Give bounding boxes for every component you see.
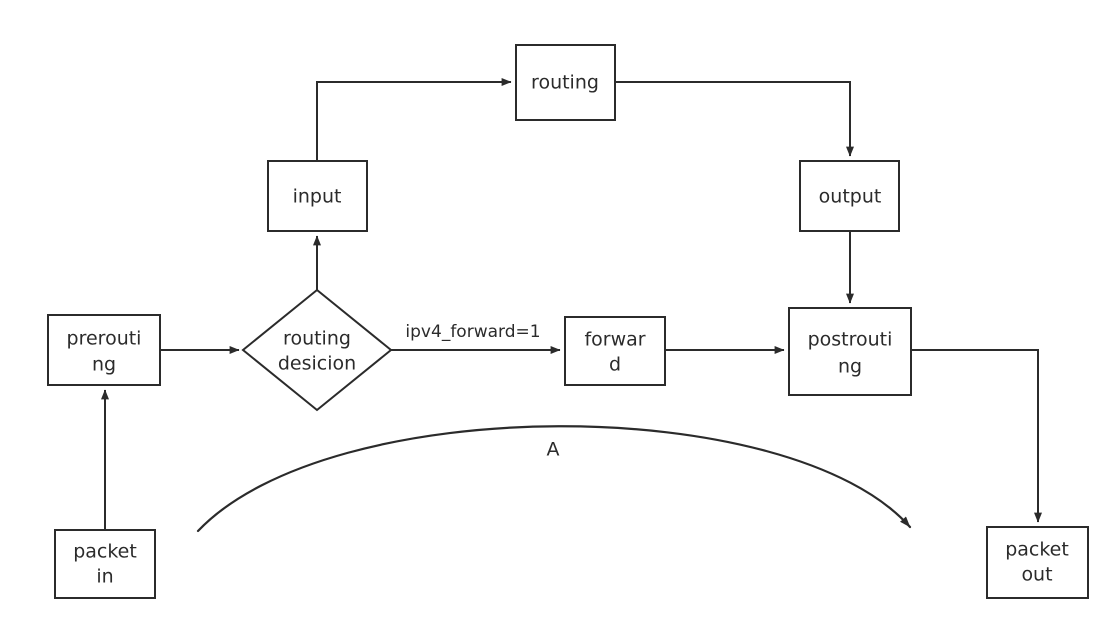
node-packet-out[interactable]: packet out <box>986 526 1089 599</box>
edge-routing-to-output <box>615 81 854 157</box>
packet-in-box[interactable] <box>54 529 156 599</box>
node-prerouting[interactable]: prerouti ng <box>47 314 161 386</box>
packet-out-label-line2: out <box>1021 564 1052 586</box>
output-box[interactable] <box>799 160 900 232</box>
edge-postrouting-to-packet-out <box>911 349 1042 523</box>
routing-box[interactable] <box>515 44 616 121</box>
forward-box[interactable] <box>564 316 666 386</box>
node-forward[interactable]: forwar d <box>564 316 666 386</box>
postrouting-label-line2: ng <box>838 356 862 378</box>
node-input[interactable]: input <box>267 160 368 232</box>
packet-out-box[interactable] <box>986 526 1089 599</box>
forward-label-line1: forwar <box>584 329 645 351</box>
output-label: output <box>819 186 882 208</box>
routing-desicion-diamond[interactable] <box>241 288 393 412</box>
node-routing-desicion[interactable]: routing desicion <box>241 288 393 412</box>
routing-desicion-label-line1: routing <box>283 328 351 350</box>
edge-input-to-routing <box>316 78 512 161</box>
prerouting-label-line1: prerouti <box>67 328 142 350</box>
postrouting-box[interactable] <box>788 307 912 396</box>
edge-label-curve-a: A <box>547 439 560 461</box>
prerouting-box[interactable] <box>47 314 161 386</box>
packet-out-label-line1: packet <box>1005 539 1069 561</box>
routing-desicion-label-line2: desicion <box>278 353 356 375</box>
edge-label-ipv4-forward: ipv4_forward=1 <box>405 322 540 342</box>
packet-in-label-line2: in <box>96 566 113 588</box>
packet-in-label-line1: packet <box>73 541 137 563</box>
postrouting-label-line1: postrouti <box>808 329 893 351</box>
node-output[interactable]: output <box>799 160 900 232</box>
prerouting-label-line2: ng <box>92 354 116 376</box>
node-routing[interactable]: routing <box>515 44 616 121</box>
forward-label-line2: d <box>609 354 621 376</box>
edge-curve-a <box>196 425 912 533</box>
input-box[interactable] <box>267 160 368 232</box>
node-postrouting[interactable]: postrouti ng <box>788 307 912 396</box>
routing-label: routing <box>531 72 599 94</box>
input-label: input <box>293 186 342 208</box>
node-packet-in[interactable]: packet in <box>54 529 156 599</box>
